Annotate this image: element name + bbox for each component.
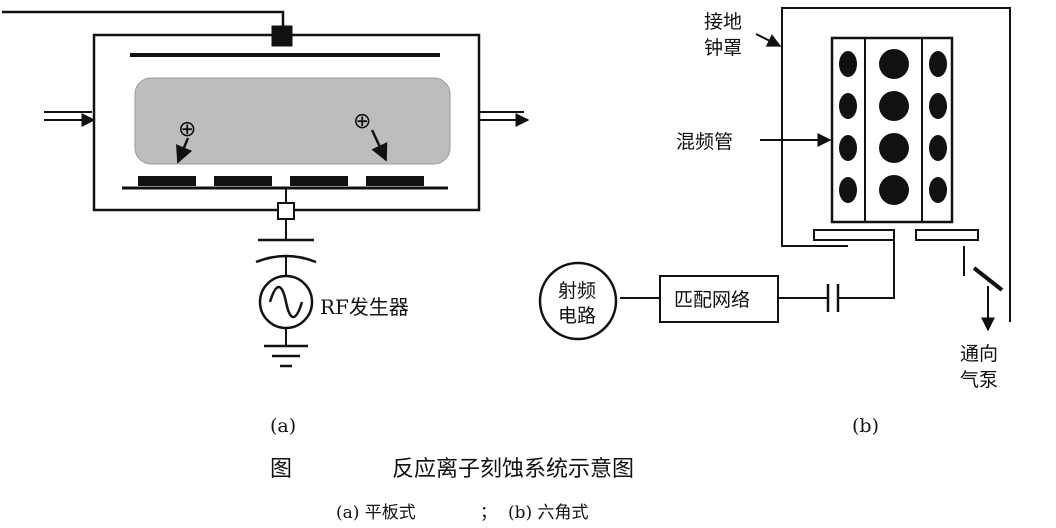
dot-r1 <box>929 51 947 77</box>
to-pump-label-2: 气泵 <box>960 369 998 391</box>
ion-symbol-left: ⊕ <box>178 117 196 142</box>
panel-b <box>538 7 1011 341</box>
dot-r4 <box>929 177 947 203</box>
dot-r3 <box>929 135 947 161</box>
base-plate-left <box>813 229 895 241</box>
dot-c3 <box>879 133 909 163</box>
top-electrode-lead <box>2 10 285 26</box>
dot-c1 <box>879 49 909 79</box>
dot-c2 <box>879 91 909 121</box>
caption-title: 反应离子刻蚀系统示意图 <box>392 457 634 482</box>
panel-a <box>2 10 530 368</box>
ground-bell-jar <box>781 7 1011 322</box>
panel-b-label: (b) <box>852 415 879 437</box>
rf-circuit-circle <box>538 261 618 341</box>
matching-network-label: 匹配网络 <box>674 289 750 311</box>
electrode-dots <box>839 49 947 205</box>
top-feedthrough <box>271 25 293 47</box>
rf-circuit-label-2: 电路 <box>558 305 596 327</box>
caption-fig: 图 <box>270 457 292 482</box>
ground-bell-label-2: 钟罩 <box>704 37 742 59</box>
plasma-region <box>134 77 451 165</box>
mixer-tube-body <box>830 36 954 224</box>
ion-arrow-left <box>175 137 193 164</box>
wafer-4 <box>366 176 424 186</box>
base-plate-right <box>915 229 979 241</box>
wafer-1 <box>138 176 196 186</box>
rf-feed-line <box>838 240 895 299</box>
dot-r2 <box>929 93 947 119</box>
wafer-3 <box>290 176 348 186</box>
rf-generator-label: RF发生器 <box>320 295 409 319</box>
mixer-tube-label: 混频管 <box>676 131 733 153</box>
ground-bell-label-1: 接地 <box>704 11 742 33</box>
bell-jar-arrow <box>755 33 782 47</box>
caption-sub-b: (b) 六角式 <box>508 503 589 523</box>
dot-c4 <box>879 175 909 205</box>
panel-a-label: (a) <box>270 415 296 437</box>
dot-l4 <box>839 177 857 203</box>
pump-valve <box>972 266 1004 292</box>
dot-l2 <box>839 93 857 119</box>
to-pump-label-1: 通向 <box>960 343 998 365</box>
dot-l3 <box>839 135 857 161</box>
dot-l1 <box>839 51 857 77</box>
caption-sep: ； <box>480 503 497 523</box>
ion-symbol-right: ⊕ <box>353 109 371 134</box>
caption-sub-a: (a) 平板式 <box>336 503 416 523</box>
sine-wave-icon <box>268 285 304 319</box>
rf-circuit-label-1: 射频 <box>558 280 596 302</box>
ion-arrow-right <box>370 129 388 162</box>
wafer-2 <box>214 176 272 186</box>
bottom-feedthrough <box>277 202 295 220</box>
